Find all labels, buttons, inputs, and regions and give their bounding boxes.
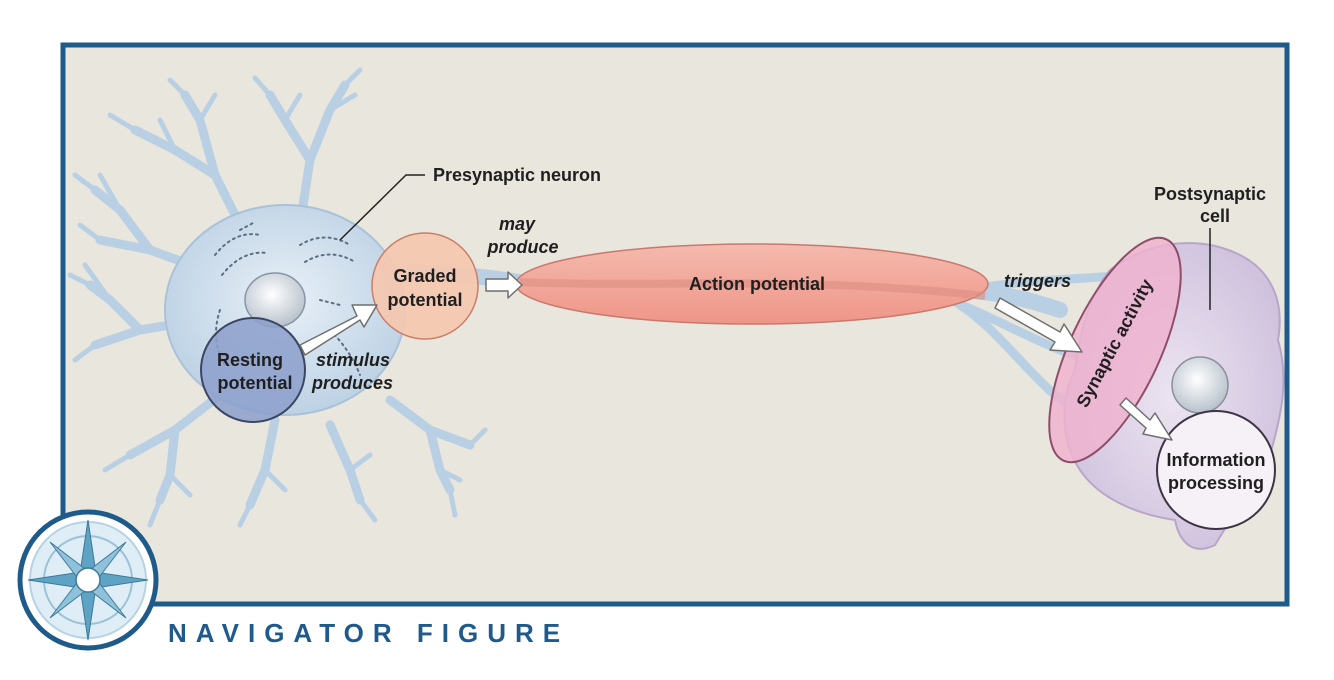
- action-potential-label: Action potential: [689, 274, 825, 294]
- stimulus-arrow: [299, 304, 378, 356]
- postsynaptic-label-line1: Postsynaptic: [1154, 184, 1266, 204]
- synaptic-activity-ellipse: [1048, 236, 1182, 464]
- produces-label: produces: [311, 373, 393, 393]
- information-arrow: [1119, 397, 1173, 441]
- graded-potential-label-line1: Graded: [393, 266, 456, 286]
- resting-potential-circle: [200, 317, 306, 423]
- postsynaptic-label-line2: cell: [1200, 206, 1230, 226]
- presynaptic-dendrites: [67, 67, 488, 528]
- may-label: may: [499, 214, 536, 234]
- flow-arrows: [299, 271, 1173, 441]
- compass-rose-icon: [17, 509, 159, 651]
- resting-potential-label-line2: potential: [218, 373, 293, 393]
- presynaptic-neuron-label: Presynaptic neuron: [433, 165, 601, 185]
- triggers-arrow: [994, 297, 1083, 353]
- produce-label: produce: [486, 237, 558, 257]
- postsynaptic-nucleus: [1171, 356, 1229, 414]
- graded-potential-label-line2: potential: [388, 290, 463, 310]
- may-produce-arrow: [485, 271, 523, 299]
- stimulus-label: stimulus: [316, 350, 390, 370]
- resting-potential-label-line1: Resting: [217, 350, 283, 370]
- information-processing-label-line2: processing: [1168, 473, 1264, 493]
- information-processing-label-line1: Information: [1167, 450, 1266, 470]
- presynaptic-leader-line: [339, 174, 425, 241]
- information-processing-circle: [1156, 410, 1276, 530]
- graded-potential-circle: [371, 232, 479, 340]
- axon-through-ap: [519, 278, 986, 300]
- navigator-figure-title: NAVIGATOR FIGURE: [168, 618, 569, 648]
- triggers-label: triggers: [1004, 271, 1071, 291]
